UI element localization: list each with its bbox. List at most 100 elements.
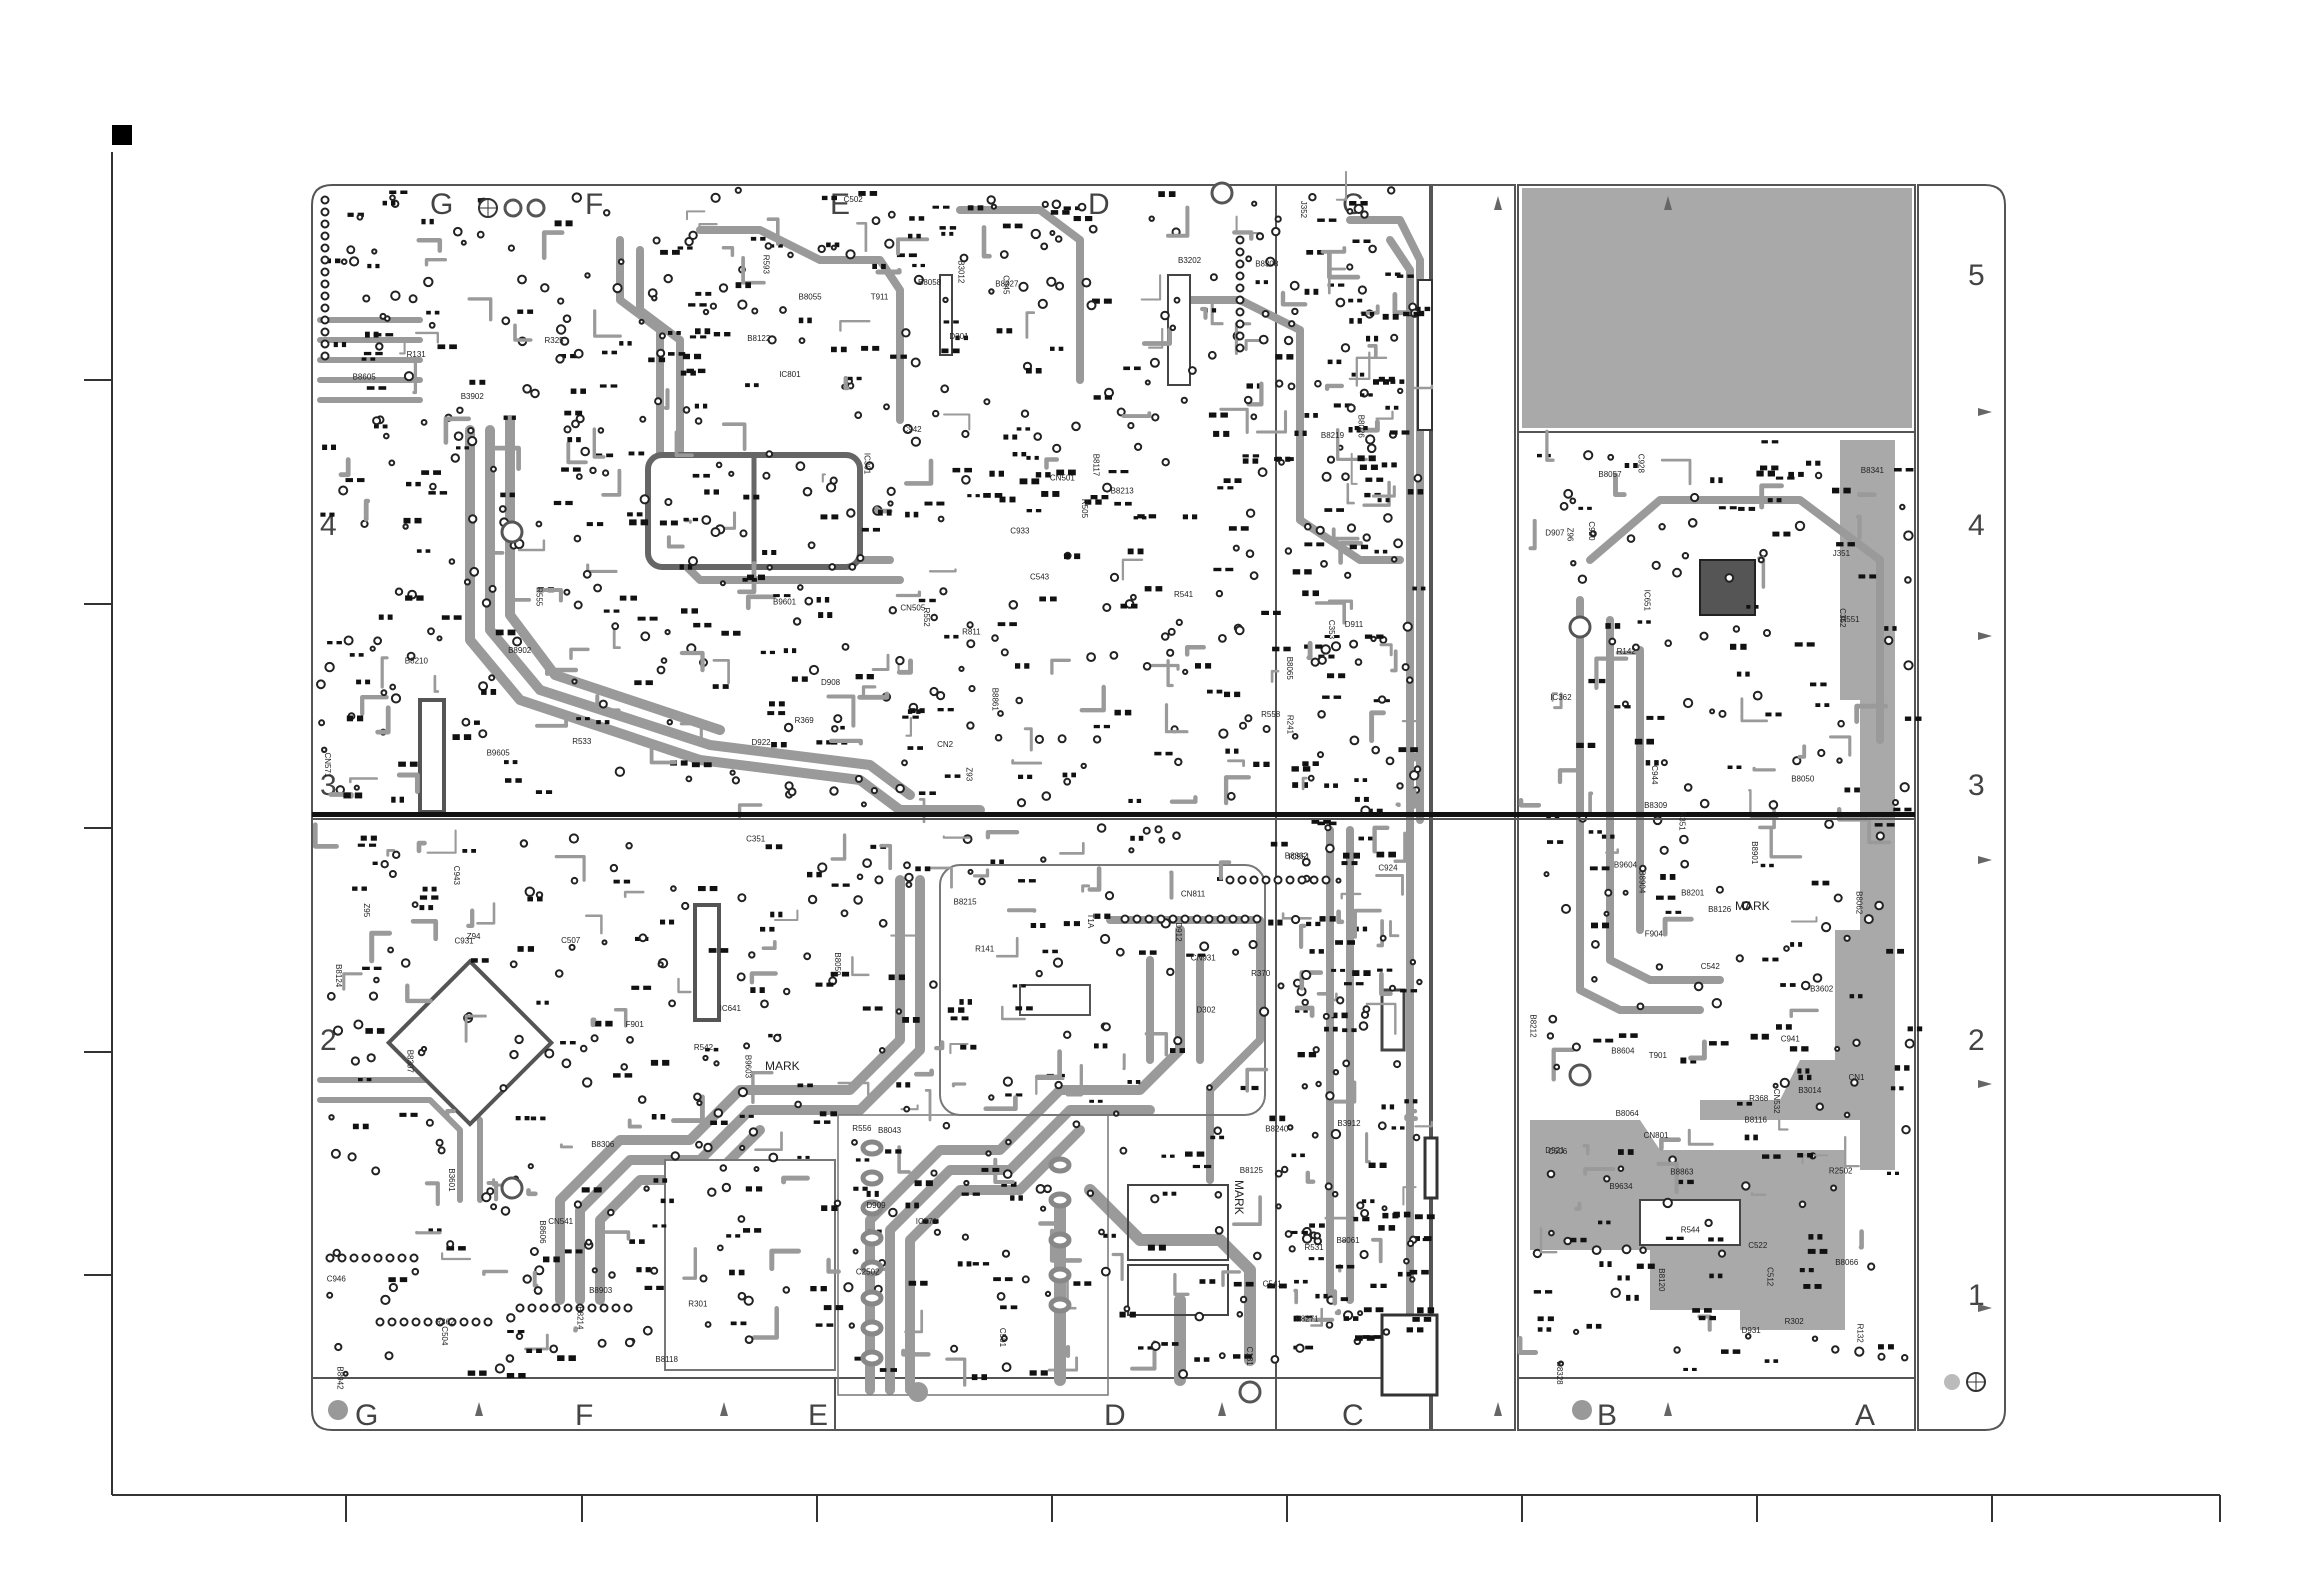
pad bbox=[591, 1267, 598, 1274]
smd-pad bbox=[1363, 426, 1368, 431]
smd-pad bbox=[1199, 1279, 1206, 1284]
pad bbox=[1109, 651, 1119, 660]
pad bbox=[1180, 396, 1188, 404]
smd-pad bbox=[1373, 379, 1379, 385]
smd-pad bbox=[947, 708, 954, 712]
trace-segment bbox=[433, 674, 440, 693]
smd-pad bbox=[568, 1355, 576, 1361]
pad bbox=[1149, 357, 1160, 368]
smd-pad bbox=[1785, 1024, 1792, 1030]
pad bbox=[388, 870, 397, 878]
smd-pad bbox=[613, 609, 620, 613]
smd-pad bbox=[1814, 1284, 1822, 1289]
smd-pad bbox=[604, 720, 610, 725]
smd-pad bbox=[1127, 1080, 1132, 1084]
ref-designator: B8901 bbox=[1750, 841, 1759, 865]
pad bbox=[1413, 765, 1422, 774]
smd-pad bbox=[1050, 210, 1059, 215]
pad bbox=[939, 587, 948, 596]
ref-designator: CN571 bbox=[323, 753, 332, 778]
smd-pad bbox=[1304, 644, 1312, 649]
pad bbox=[999, 250, 1009, 259]
smd-pad bbox=[1418, 310, 1425, 317]
smd-pad bbox=[910, 708, 916, 714]
pad bbox=[1371, 745, 1380, 755]
smd-pad bbox=[1294, 1279, 1299, 1284]
smd-pad bbox=[669, 1198, 674, 1204]
pad bbox=[1178, 1369, 1189, 1380]
pad bbox=[737, 893, 747, 903]
pad bbox=[1377, 1121, 1387, 1131]
smd-pad bbox=[1225, 748, 1230, 754]
smd-pad bbox=[858, 191, 866, 196]
pad bbox=[1344, 571, 1352, 579]
ref-designator: IC801 bbox=[779, 370, 801, 379]
smd-pad bbox=[1382, 549, 1388, 554]
pad bbox=[476, 230, 485, 239]
smd-pad bbox=[1409, 1269, 1418, 1275]
pad bbox=[1182, 668, 1189, 676]
smd-pad bbox=[1557, 840, 1564, 844]
smd-pad bbox=[824, 597, 830, 603]
pad bbox=[1359, 1249, 1369, 1260]
ref-designator: B8026 bbox=[1357, 415, 1366, 439]
smd-pad bbox=[754, 1228, 762, 1233]
pad bbox=[792, 617, 802, 626]
smd-pad bbox=[452, 734, 460, 740]
pad bbox=[737, 1087, 749, 1098]
trace-segment bbox=[942, 835, 971, 839]
smd-pad bbox=[1149, 950, 1157, 955]
pad bbox=[887, 500, 894, 507]
smd-pad bbox=[1329, 821, 1337, 826]
ref-designator: C946 bbox=[327, 1274, 347, 1283]
smd-pad bbox=[1234, 478, 1242, 483]
pad bbox=[549, 1344, 559, 1354]
pad bbox=[997, 710, 1004, 717]
trace-segment bbox=[721, 246, 735, 257]
smd-pad bbox=[1308, 1257, 1315, 1261]
trace-segment bbox=[914, 1068, 934, 1077]
pad bbox=[1660, 759, 1668, 767]
trace-segment bbox=[1353, 908, 1382, 939]
trace-segment bbox=[613, 1008, 628, 1028]
smd-pad bbox=[691, 762, 700, 768]
smd-pad bbox=[1073, 216, 1081, 222]
pad bbox=[1271, 226, 1281, 237]
row-right-4: 4 bbox=[1968, 509, 1985, 542]
smd-pad bbox=[1224, 691, 1231, 698]
pad bbox=[1142, 662, 1152, 671]
smd-pad bbox=[1313, 288, 1319, 295]
smd-pad bbox=[1373, 699, 1380, 703]
smd-pad bbox=[807, 317, 812, 324]
pad bbox=[798, 337, 806, 345]
trace-segment bbox=[1539, 1227, 1558, 1254]
trace-segment bbox=[1615, 649, 1644, 655]
smd-pad bbox=[801, 676, 808, 682]
smd-pad bbox=[1806, 642, 1815, 647]
pad bbox=[326, 991, 336, 1001]
ref-designator: B3012 bbox=[956, 260, 965, 284]
pad bbox=[1874, 900, 1884, 911]
trace-segment bbox=[1232, 1195, 1262, 1226]
smd-pad bbox=[1767, 498, 1773, 503]
smd-pad bbox=[1589, 866, 1598, 871]
ref-designator: D931 bbox=[1742, 1326, 1762, 1335]
smd-pad bbox=[690, 370, 696, 376]
smd-pad bbox=[835, 1305, 844, 1311]
smd-pad bbox=[389, 190, 397, 194]
pad bbox=[400, 958, 411, 968]
smd-pad bbox=[1292, 569, 1301, 575]
smd-pad bbox=[751, 577, 757, 582]
row-right-5: 5 bbox=[1968, 259, 1985, 292]
smd-pad bbox=[1301, 1230, 1308, 1234]
smd-pad bbox=[740, 1321, 747, 1326]
ref-designator: R552 bbox=[922, 608, 931, 628]
header-pin bbox=[320, 255, 330, 265]
header-pin bbox=[1249, 875, 1259, 885]
smd-pad bbox=[1213, 567, 1222, 572]
pad bbox=[804, 596, 814, 606]
smd-pad bbox=[576, 437, 581, 443]
smd-pad bbox=[1904, 1065, 1910, 1071]
smd-pad bbox=[1406, 1327, 1413, 1333]
smd-pad bbox=[1618, 1033, 1627, 1038]
